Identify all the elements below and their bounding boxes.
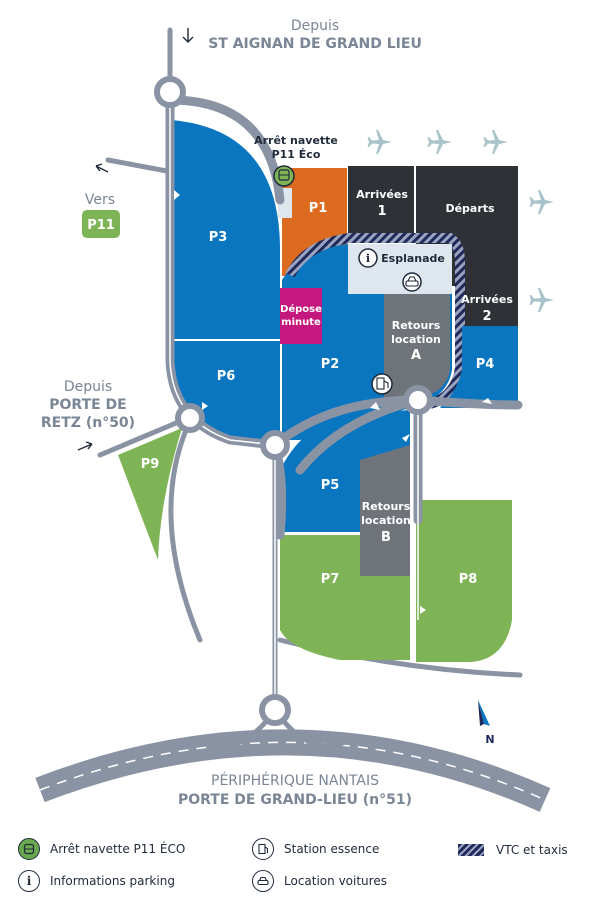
zone-retours-b [360, 445, 410, 576]
fuel-icon [252, 838, 274, 860]
label-p4: P4 [476, 357, 495, 372]
label-p9: P9 [141, 457, 160, 472]
roundabouts [154, 76, 433, 726]
label-p3: P3 [209, 230, 228, 245]
zone-p3-p6 [172, 120, 280, 440]
legend-vtc-label: VTC et taxis [496, 843, 568, 857]
legend-fuel-label: Station essence [284, 842, 380, 856]
top-entry-name: ST AIGNAN DE GRAND LIEU [208, 36, 422, 52]
info-icon: i [358, 248, 378, 268]
p11-badge-label: P11 [87, 218, 115, 233]
legend-shuttle: Arrêt navette P11 ÉCO [18, 838, 185, 860]
label-p5: P5 [321, 478, 340, 493]
zone-p4 [440, 326, 518, 408]
car-rental-icon [402, 272, 422, 292]
car-rental-icon [252, 870, 274, 892]
fuel-icon [371, 373, 393, 395]
compass-icon [478, 700, 490, 726]
shuttle-line1: Arrêt navette [254, 134, 338, 147]
map-legend: Arrêt navette P11 ÉCO Station essence VT… [0, 828, 600, 900]
hatch-swatch-icon [458, 844, 484, 856]
left-entry-line2: RETZ (n°50) [41, 415, 135, 431]
shuttle-line2: P11 Éco [272, 148, 321, 161]
zone-p9 [118, 428, 182, 560]
p11-badge [82, 210, 120, 238]
label-arrivees-2: Arrivées [461, 293, 513, 306]
label-retours-a-3: A [411, 348, 421, 363]
label-p6: P6 [217, 369, 236, 384]
bus-icon [273, 165, 295, 187]
label-retours-b-2: location [361, 514, 411, 527]
legend-rental-label: Location voitures [284, 874, 387, 888]
top-depuis: Depuis [291, 18, 339, 34]
vtc-taxi-band [285, 233, 465, 409]
label-retours-b-1: Retours [362, 500, 411, 513]
label-p8: P8 [459, 572, 478, 587]
label-arrivees-2-num: 2 [482, 309, 491, 324]
zone-arrivees-2 [456, 286, 518, 326]
label-arrivees-1: Arrivées [356, 188, 408, 201]
label-p7: P7 [321, 572, 340, 587]
label-esplanade: Esplanade [381, 252, 445, 265]
legend-rental: Location voitures [252, 870, 387, 892]
label-p1: P1 [309, 201, 328, 216]
left-entry-line1: PORTE DE [49, 397, 127, 413]
parking-map: i Depuis ST AIGNAN DE GRAND LIEU Depuis … [35, 18, 554, 812]
label-p2: P2 [321, 357, 340, 372]
compass-label: N [485, 733, 494, 746]
label-arrivees-1-num: 1 [377, 204, 386, 219]
zone-arrivees-1 [348, 166, 414, 238]
legend-fuel: Station essence [252, 838, 379, 860]
label-depose-1: Dépose [280, 303, 322, 315]
legend-info-label: Informations parking [50, 874, 175, 888]
arrow-icon [77, 28, 194, 451]
zone-p8 [416, 500, 512, 662]
zone-retours-a [384, 294, 450, 404]
svg-text:i: i [366, 252, 370, 265]
label-retours-a-2: location [391, 333, 441, 346]
label-retours-a-1: Retours [392, 319, 441, 332]
left-depuis: Depuis [64, 379, 112, 395]
label-depose-2: minute [281, 317, 321, 328]
legend-shuttle-label: Arrêt navette P11 ÉCO [50, 842, 186, 856]
label-departs: Départs [445, 202, 495, 215]
legend-vtc: VTC et taxis [458, 843, 568, 857]
info-icon: i [18, 870, 40, 892]
p11-vers: Vers [85, 192, 115, 208]
bottom-entry-line1: PÉRIPHÉRIQUE NANTAIS [211, 772, 379, 789]
zone-depose-minute [280, 288, 322, 344]
label-retours-b-3: B [381, 530, 391, 545]
legend-info: i Informations parking [18, 870, 175, 892]
bottom-entry-line2: PORTE DE GRAND-LIEU (n°51) [178, 792, 412, 808]
bus-icon [18, 838, 40, 860]
